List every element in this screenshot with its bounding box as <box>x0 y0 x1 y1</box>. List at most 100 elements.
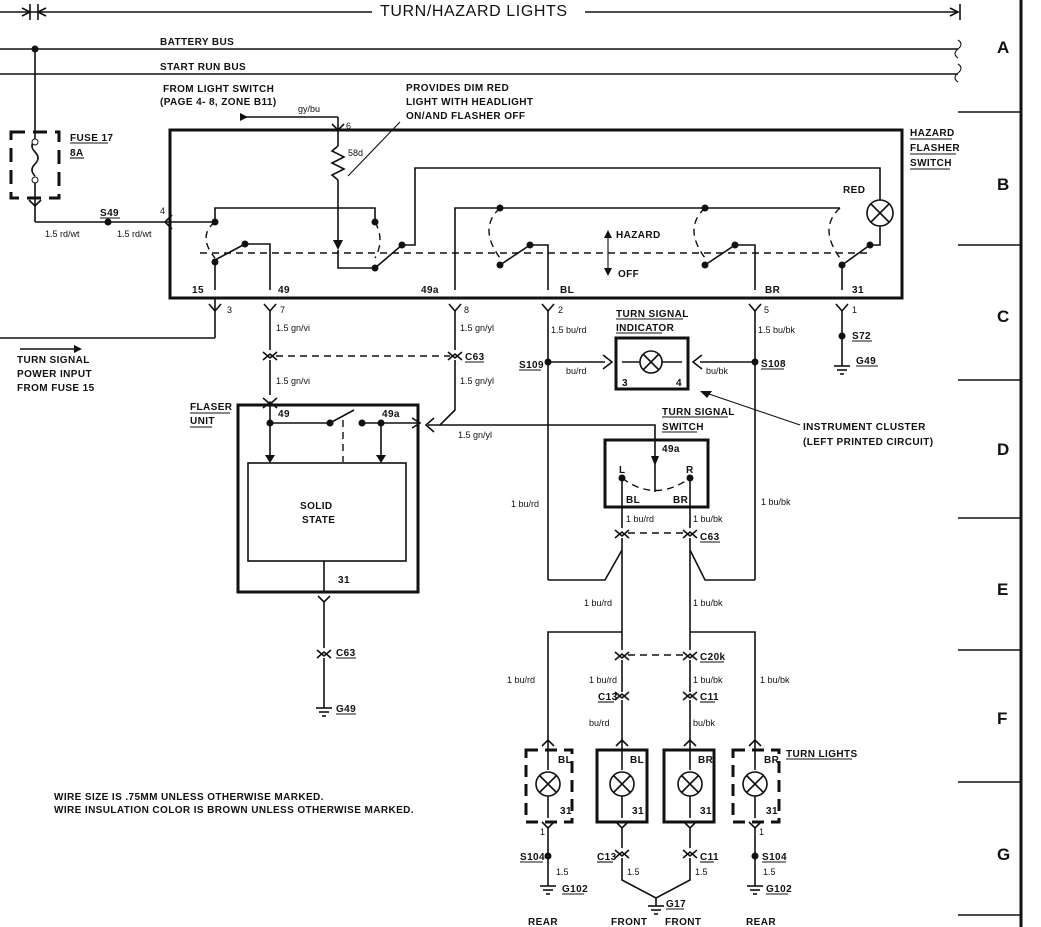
dim-note-line2: LIGHT WITH HEADLIGHT <box>406 97 533 108</box>
wire-1-bu-rd-rear-left: 1 bu/rd <box>507 675 535 685</box>
hazard-label-1: HAZARD <box>910 128 955 139</box>
c63-label-3: C63 <box>700 532 720 543</box>
start-run-bus: START RUN BUS <box>0 62 962 83</box>
turn-lights: TURN LIGHTS BL 31 1 S104 1.5 G102 REA <box>520 738 857 927</box>
wire-bu-bk-c11: bu/bk <box>693 718 716 728</box>
title-bar: TURN/HAZARD LIGHTS <box>0 3 961 20</box>
power-input-line3: FROM FUSE 15 <box>17 383 95 394</box>
wire-1-bu-bk-right: 1 bu/bk <box>761 497 791 507</box>
pin-8-label: 8 <box>464 305 469 315</box>
indicator-label-2: INDICATOR <box>616 323 675 334</box>
lamp-front-right-31: 31 <box>700 806 712 817</box>
s108-label: S108 <box>761 359 786 370</box>
pin-2-label: 2 <box>558 305 563 315</box>
zone-f-label: F <box>997 709 1007 728</box>
turn-switch-BL: BL <box>626 495 640 506</box>
c20k-distribution: C20k C13 C11 1 bu/rd 1 bu/rd 1 bu/bk 1 b… <box>507 631 790 740</box>
wire-1-bu-bk-rear-right: 1 bu/bk <box>760 675 790 685</box>
fuse-rating: 8A <box>70 148 84 159</box>
s49-label: S49 <box>100 208 119 219</box>
turn-switch-R: R <box>686 465 694 476</box>
zone-d-label: D <box>997 440 1009 459</box>
lamp-rear-right-wire15: 1.5 <box>763 867 776 877</box>
lamp-rear-right-position: REAR <box>746 917 776 927</box>
lamp-front-right-position: FRONT <box>665 917 701 927</box>
wire-rd-wt-1: 1.5 rd/wt <box>45 229 80 239</box>
turn-signal-power-input: TURN SIGNAL POWER INPUT FROM FUSE 15 <box>0 337 215 394</box>
diagram-title: TURN/HAZARD LIGHTS <box>380 3 568 20</box>
wire-fuse-to-switch: S49 1.5 rd/wt 1.5 rd/wt 4 <box>34 206 173 239</box>
terminal-58d: 58d <box>348 148 363 158</box>
zone-c-label: C <box>997 307 1009 326</box>
wire-1-bu-bk-mid: 1 bu/bk <box>693 598 723 608</box>
lamp-front-right: BR 31 C11 1.5 FRONT <box>655 738 719 927</box>
turn-signal-indicator: TURN SIGNAL INDICATOR 3 4 S109 S108 bu/r… <box>519 309 933 448</box>
terminal-49a: 49a <box>421 285 439 296</box>
flasher-terminal-49: 49 <box>278 409 290 420</box>
wire-bu-rd-indicator: bu/rd <box>566 366 587 376</box>
terminal-bl: BL <box>560 285 574 296</box>
lamp-front-right-br: BR <box>698 755 714 766</box>
pin-7-label: 7 <box>280 305 285 315</box>
turn-switch-49a: 49a <box>662 444 680 455</box>
off-position-label: OFF <box>618 269 639 280</box>
c63-label-1: C63 <box>465 352 485 363</box>
wire-pin8-to-flasher: 1.5 gn/yl 1.5 gn/yl 1.5 gn/yl C63 <box>424 311 656 460</box>
c13-label-bottom: C13 <box>597 852 617 863</box>
wire-bl-br-vertical: 1.5 bu/rd 1.5 bu/bk 1 bu/rd 1 bu/bk <box>511 311 796 581</box>
wire-gy-bu: gy/bu <box>298 104 320 114</box>
note-insulation-color: WIRE INSULATION COLOR IS BROWN UNLESS OT… <box>54 805 414 816</box>
zone-strip: A B C D E F G <box>958 0 1023 927</box>
wire-bu-bk-indicator: bu/bk <box>706 366 729 376</box>
lamp-rear-left-position: REAR <box>528 917 558 927</box>
flasher-body-line1: SOLID <box>300 501 333 512</box>
g102-label-left: G102 <box>562 884 588 895</box>
wire-pin7-to-flasher: 1.5 gn/vi 1.5 gn/vi <box>262 311 450 409</box>
lamp-front-right-wire15: 1.5 <box>695 867 708 877</box>
wire-gn-yl-2: 1.5 gn/yl <box>460 376 494 386</box>
cluster-label-2: (LEFT PRINTED CIRCUIT) <box>803 437 933 448</box>
lamp-front-left: BL 31 C13 1.5 FRONT <box>595 738 657 927</box>
lamp-rear-right: BR 31 1 S104 1.5 G102 REAR <box>731 738 792 927</box>
pin-5-label: 5 <box>764 305 769 315</box>
c20k-label: C20k <box>700 652 726 663</box>
turn-signal-switch: TURN SIGNAL SWITCH 49a L R BL BR 1 bu/rd… <box>584 407 734 650</box>
wire-1-bu-bk-switch: 1 bu/bk <box>693 514 723 524</box>
turn-switch-label-2: SWITCH <box>662 422 704 433</box>
pin-4-label: 4 <box>160 206 165 216</box>
wire-bu-rd-c13: bu/rd <box>589 718 610 728</box>
pin-3-label: 3 <box>227 305 232 315</box>
lamp-rear-right-br: BR <box>764 755 780 766</box>
zone-a-label: A <box>997 38 1009 57</box>
notes: WIRE SIZE IS .75MM UNLESS OTHERWISE MARK… <box>54 792 414 816</box>
wire-gn-vi-1: 1.5 gn/vi <box>276 323 310 333</box>
battery-bus-label: BATTERY BUS <box>160 37 234 48</box>
zone-e-label: E <box>997 580 1008 599</box>
hazard-label-3: SWITCH <box>910 158 952 169</box>
flasher-label-2: UNIT <box>190 416 215 427</box>
wire-gn-yl-1: 1.5 gn/yl <box>460 323 494 333</box>
wire-1-bu-rd-switch: 1 bu/rd <box>626 514 654 524</box>
ground-g49-switch: S72 G49 <box>834 311 878 375</box>
s104-label-right: S104 <box>762 852 787 863</box>
g17-label: G17 <box>666 899 686 910</box>
g102-label-right: G102 <box>766 884 792 895</box>
wire-rd-wt-2: 1.5 rd/wt <box>117 229 152 239</box>
wire-1-bu-rd-mid: 1 bu/rd <box>584 598 612 608</box>
from-light-switch-line2: (PAGE 4- 8, ZONE B11) <box>160 97 277 108</box>
lamp-rear-left-wire15: 1.5 <box>556 867 569 877</box>
fuse-17: FUSE 17 8A <box>9 49 113 208</box>
g49-label-flasher: G49 <box>336 704 356 715</box>
cluster-label-1: INSTRUMENT CLUSTER <box>803 422 926 433</box>
dim-note-line1: PROVIDES DIM RED <box>406 83 509 94</box>
indicator-pin-4: 4 <box>676 378 682 389</box>
terminal-15: 15 <box>192 285 204 296</box>
lamp-front-left-31: 31 <box>632 806 644 817</box>
wire-gn-yl-3: 1.5 gn/yl <box>458 430 492 440</box>
flasher-terminal-49a: 49a <box>382 409 400 420</box>
lamp-rear-left-bl: BL <box>558 755 572 766</box>
power-input-line2: POWER INPUT <box>17 369 92 380</box>
dim-note-line3: ON/AND FLASHER OFF <box>406 111 525 122</box>
lamp-rear-left: BL 31 1 S104 1.5 G102 REAR <box>520 738 588 927</box>
